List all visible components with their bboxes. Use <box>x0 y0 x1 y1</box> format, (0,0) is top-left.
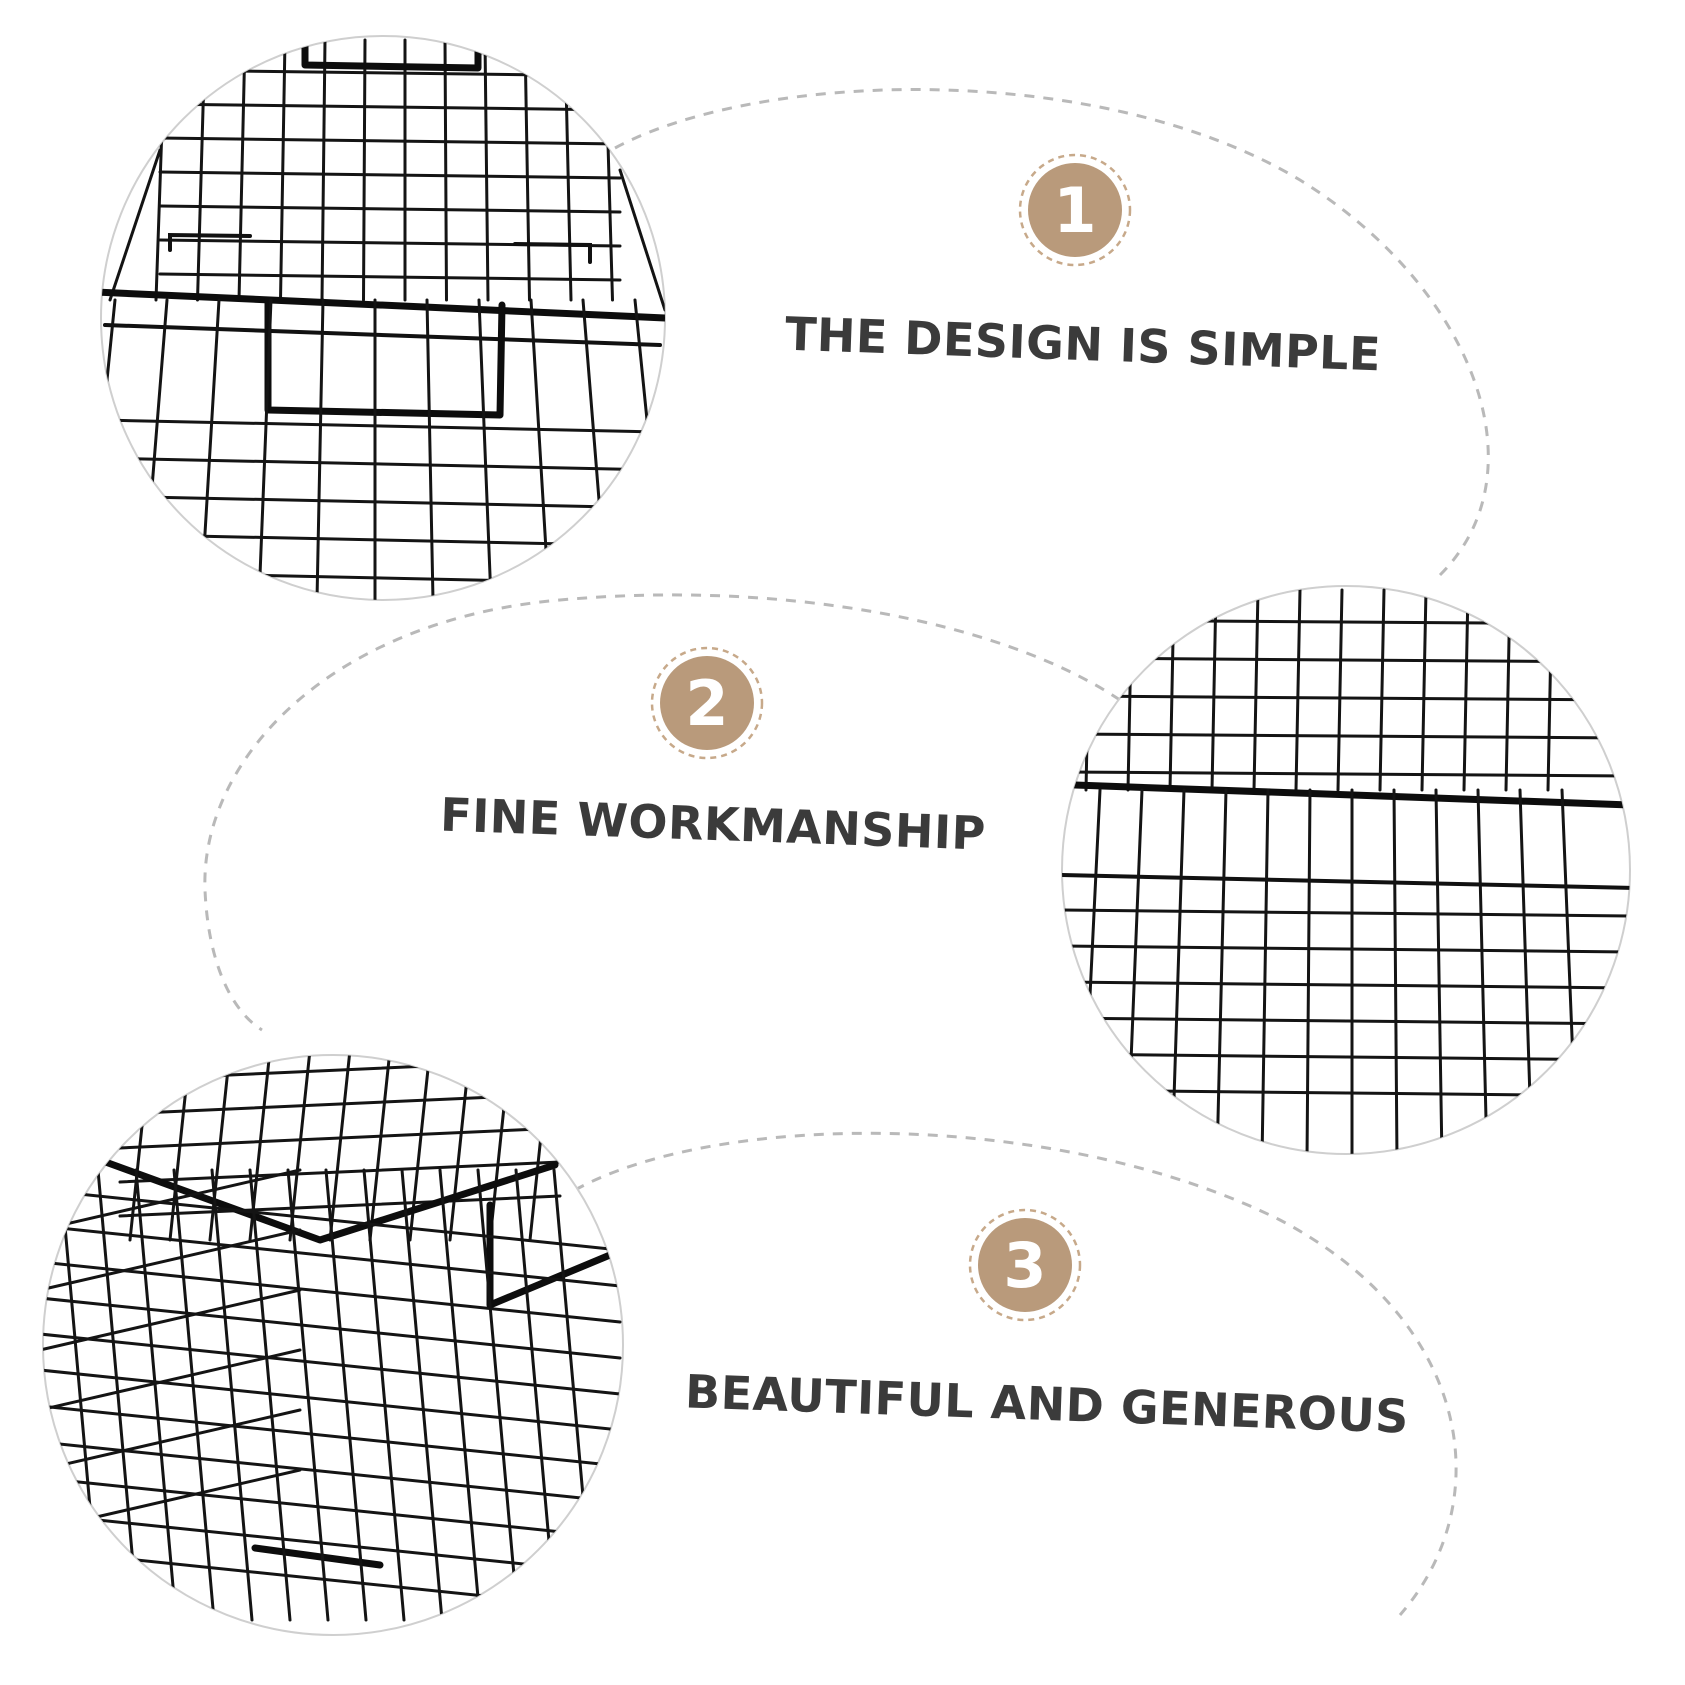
basket-wire <box>118 1194 562 1218</box>
basket-wire <box>1294 588 1302 792</box>
basket-wire <box>43 1476 622 1540</box>
basket-wire <box>43 1408 302 1472</box>
basket-wire <box>101 298 117 600</box>
badge-number-2: 2 <box>685 667 728 740</box>
basket-wire <box>43 1296 622 1360</box>
basket-wire <box>118 1160 562 1184</box>
basket-wire <box>43 1188 622 1252</box>
basket-wire <box>101 494 662 510</box>
basket-wire <box>108 148 162 302</box>
basket-wire <box>101 456 662 472</box>
basket-wire <box>315 298 325 600</box>
basket-wire <box>96 1168 140 1622</box>
basket-wire <box>320 38 327 302</box>
basket-wire <box>443 38 448 302</box>
basket-wire <box>1062 1052 1630 1062</box>
dashed-oval-1 <box>614 88 1490 577</box>
basket-wire <box>438 1168 482 1622</box>
basket-wire <box>477 298 493 600</box>
basket-wire <box>523 38 531 302</box>
basket-wire <box>43 1332 622 1396</box>
basket-wire <box>1392 788 1399 1154</box>
photo-basket-side <box>1061 585 1631 1155</box>
basket-wire <box>618 168 665 312</box>
photo-basket-corner <box>42 1054 624 1636</box>
basket-wire <box>43 1224 622 1288</box>
feature-badge-1: 1 <box>1018 153 1132 267</box>
feature-badge-3: 3 <box>968 1208 1082 1322</box>
basket-wire <box>43 1348 302 1412</box>
basket-wire <box>43 1260 622 1324</box>
basket-wire <box>172 1168 216 1622</box>
basket-wire <box>328 1055 352 1242</box>
basket-wire <box>118 1126 562 1150</box>
feature-title-1: THE DESIGN IS SIMPLE <box>784 307 1382 382</box>
basket-wire <box>43 1168 302 1232</box>
basket-wire <box>43 1368 622 1432</box>
basket-wire <box>1252 588 1260 792</box>
basket-wire <box>158 102 622 112</box>
basket-wire <box>43 1228 302 1292</box>
basket-wire <box>400 1168 444 1622</box>
basket-wire <box>43 1288 302 1352</box>
basket-wire <box>1434 788 1444 1154</box>
basket-wire <box>476 1168 520 1622</box>
feature-title-3: BEAUTIFUL AND GENEROUS <box>684 1364 1409 1443</box>
dashed-oval-2 <box>203 593 1121 1032</box>
feature-badge-2: 2 <box>650 646 764 760</box>
basket-wire <box>279 38 287 302</box>
badge-number-3: 3 <box>1003 1229 1046 1302</box>
basket-wire <box>43 1404 622 1468</box>
basket-wire <box>257 298 273 600</box>
basket-wire <box>1210 588 1218 792</box>
basket-wire <box>362 38 367 302</box>
basket-wire <box>134 1168 178 1622</box>
basket-wire <box>1062 944 1630 954</box>
basket-wire <box>1062 1016 1630 1026</box>
feature-title-2: FINE WORKMANSHIP <box>439 787 986 860</box>
basket-wire <box>483 38 490 302</box>
basket-wire <box>43 1440 622 1504</box>
basket-wire <box>362 1168 406 1622</box>
basket-wire <box>1063 770 1630 778</box>
basket-wire <box>158 136 622 146</box>
basket-wire <box>101 418 662 434</box>
basket-wire <box>1063 656 1630 664</box>
basket-wire <box>1063 732 1630 740</box>
basket-wire <box>158 204 622 214</box>
basket-wire <box>158 272 622 282</box>
basket-wire <box>1476 788 1489 1154</box>
basket-wire <box>425 298 435 600</box>
basket-wire <box>100 610 660 622</box>
basket-wire <box>1215 788 1228 1154</box>
basket-wire <box>158 170 622 180</box>
basket-wire <box>1062 908 1630 918</box>
badge-number-1: 1 <box>1053 174 1096 247</box>
basket-wire <box>324 1168 368 1622</box>
basket-wire <box>1063 618 1630 626</box>
basket-wire <box>1305 788 1312 1154</box>
basket-wire <box>1063 694 1630 702</box>
basket-wire <box>1062 980 1630 990</box>
basket-wire <box>286 1168 330 1622</box>
basket-wire <box>1260 788 1270 1154</box>
photo-basket-front <box>100 35 666 622</box>
basket-wire <box>237 38 247 302</box>
basket-wire <box>368 1055 392 1242</box>
